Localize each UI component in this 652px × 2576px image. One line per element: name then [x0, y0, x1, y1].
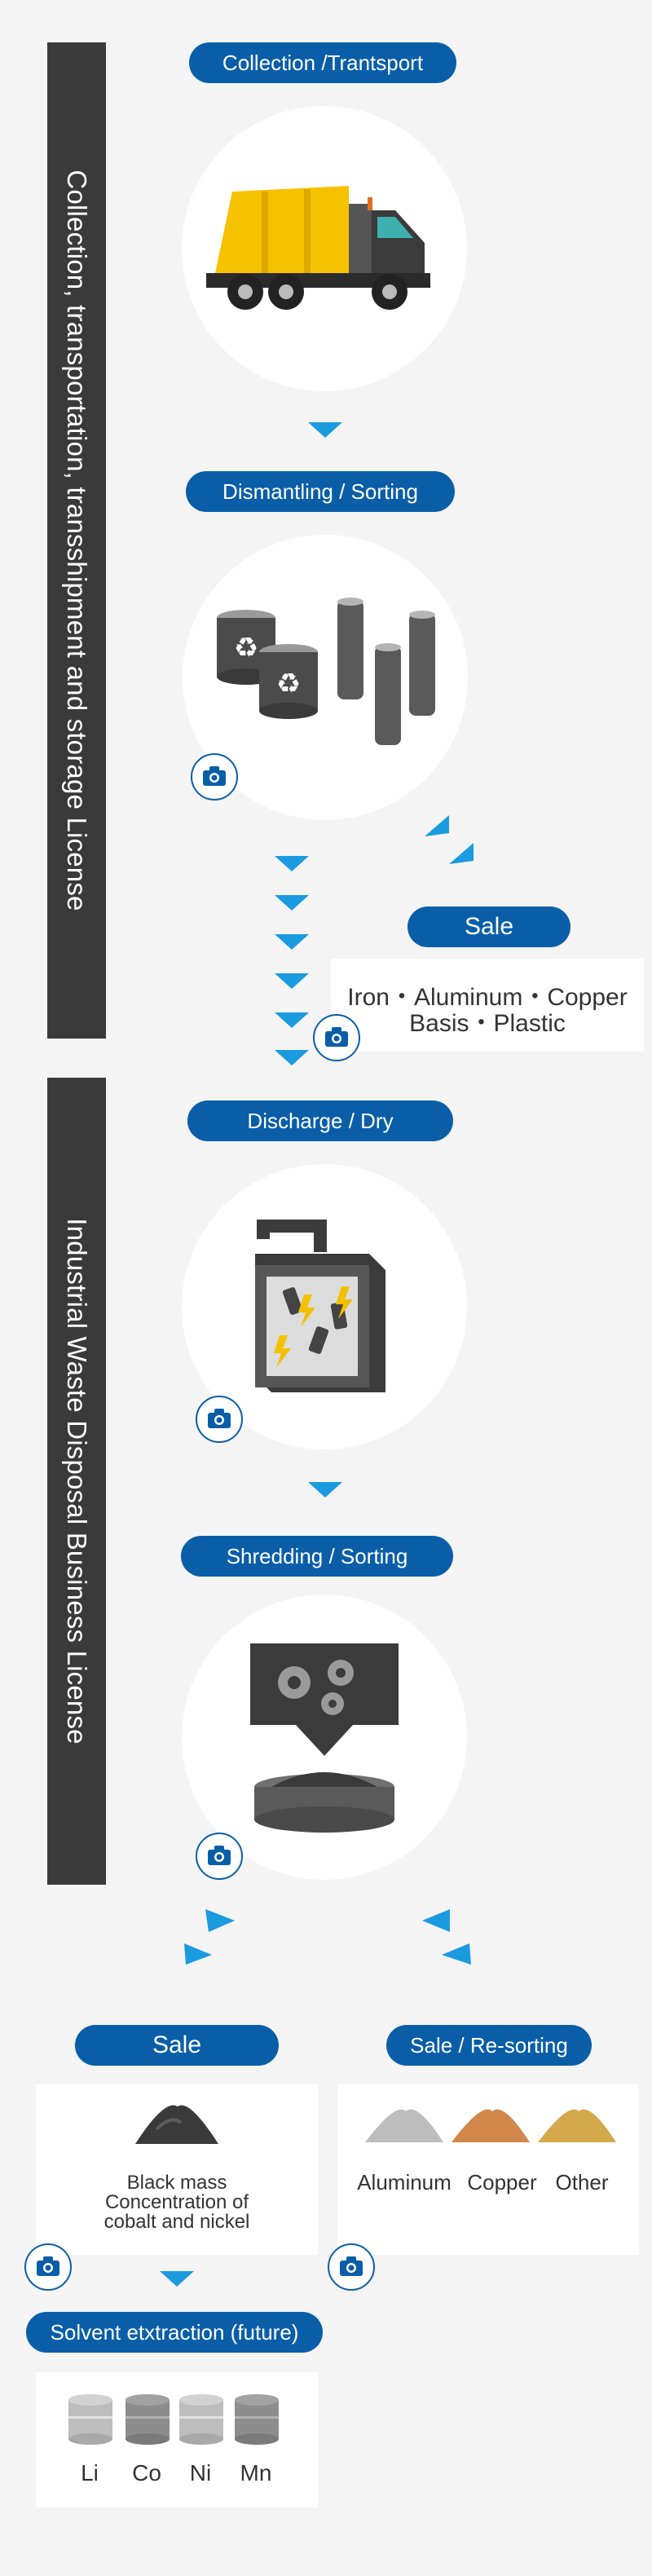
sale2-line-2: Concentration of: [104, 2191, 249, 2213]
sale-label-2: Sale: [75, 2025, 279, 2066]
element-mn: Mn: [240, 2460, 272, 2486]
solvent-panel: Li Co Ni Mn: [36, 2372, 318, 2508]
sale1-panel: Iron・Aluminum・Copper Basis・Plastic: [331, 959, 644, 1052]
flow-arrow-3: [308, 1482, 342, 1498]
photo-button-discharge[interactable]: [196, 1396, 243, 1443]
license-bottom-label: Industrial Waste Disposal Business Licen…: [62, 1218, 92, 1745]
photo-button-sale1[interactable]: [313, 1014, 360, 1061]
svg-text:♻: ♻: [276, 668, 301, 700]
camera-icon: [203, 766, 226, 786]
flow-arrow-2d: [275, 973, 309, 989]
discharge-tank-icon: [255, 1220, 385, 1392]
sale-label-1: Sale: [408, 906, 570, 947]
license-bar-top: Collection, transportation, transshipmen…: [47, 42, 106, 1039]
step-dismantling: Dismantling / Sorting: [186, 471, 455, 512]
flow-arrow-2f: [275, 1050, 309, 1065]
black-mass-pile-icon: [135, 2105, 218, 2144]
license-top-label: Collection, transportation, transshipmen…: [62, 170, 92, 911]
sale1-line-2: Basis・Plastic: [409, 1010, 566, 1037]
flow-arrow-2a: [275, 856, 309, 871]
step-collection: Collection /Trantsport: [189, 42, 456, 83]
sale1-line-1: Iron・Aluminum・Copper: [347, 984, 628, 1011]
shredder-circle: [182, 1595, 467, 1880]
diagonal-arrows-left: [184, 1909, 235, 1965]
resort-panel: Aluminum Copper Other: [337, 2084, 639, 2255]
photo-button-sale2[interactable]: [24, 2243, 72, 2291]
copper-pile-icon: [452, 2109, 530, 2142]
other-pile-icon: [538, 2109, 616, 2142]
photo-button-resort[interactable]: [328, 2243, 375, 2291]
element-ni: Ni: [189, 2460, 212, 2486]
resort-item-1: Copper: [467, 2170, 537, 2194]
sale2-panel: Black mass Concentration of cobalt and n…: [36, 2084, 318, 2255]
element-li: Li: [81, 2460, 99, 2486]
step-shredding: Shredding / Sorting: [181, 1536, 453, 1577]
manganese-drum-icon: [235, 2394, 279, 2445]
flow-arrow-2c: [275, 934, 309, 950]
camera-icon: [340, 2256, 363, 2276]
garbage-truck-icon: [206, 186, 430, 310]
cobalt-drum-icon: [126, 2394, 170, 2445]
diagonal-arrows-sale1: [425, 815, 474, 864]
flow-arrow-2b: [275, 895, 309, 911]
resort-item-0: Aluminum: [357, 2170, 452, 2194]
photo-button-dismantling[interactable]: [191, 753, 238, 801]
truck-circle: [182, 106, 467, 391]
diagonal-arrows-right: [422, 1909, 471, 1965]
batteries-icon: ♻ ♻: [217, 598, 435, 745]
camera-icon: [208, 1409, 231, 1428]
resort-label: Sale / Re-sorting: [386, 2025, 592, 2066]
flow-arrow-4: [160, 2271, 194, 2287]
camera-icon: [325, 1027, 348, 1047]
nickel-drum-icon: [179, 2394, 223, 2445]
flow-arrow-2e: [275, 1012, 309, 1028]
shredder-icon: [250, 1643, 399, 1833]
step-discharge: Discharge / Dry: [187, 1101, 453, 1141]
photo-button-shredding[interactable]: [196, 1833, 243, 1880]
license-bar-bottom: Industrial Waste Disposal Business Licen…: [47, 1078, 106, 1885]
sale2-line-1: Black mass: [126, 2172, 227, 2194]
svg-text:♻: ♻: [234, 632, 258, 664]
camera-icon: [208, 1846, 231, 1865]
lithium-drum-icon: [68, 2394, 112, 2445]
aluminum-pile-icon: [365, 2109, 443, 2142]
resort-item-2: Other: [555, 2170, 609, 2194]
sale2-line-3: cobalt and nickel: [104, 2211, 250, 2233]
flow-arrow-1: [308, 422, 342, 438]
camera-icon: [37, 2256, 59, 2276]
step-solvent: Solvent etxtraction (future): [26, 2312, 323, 2353]
element-co: Co: [132, 2460, 161, 2486]
